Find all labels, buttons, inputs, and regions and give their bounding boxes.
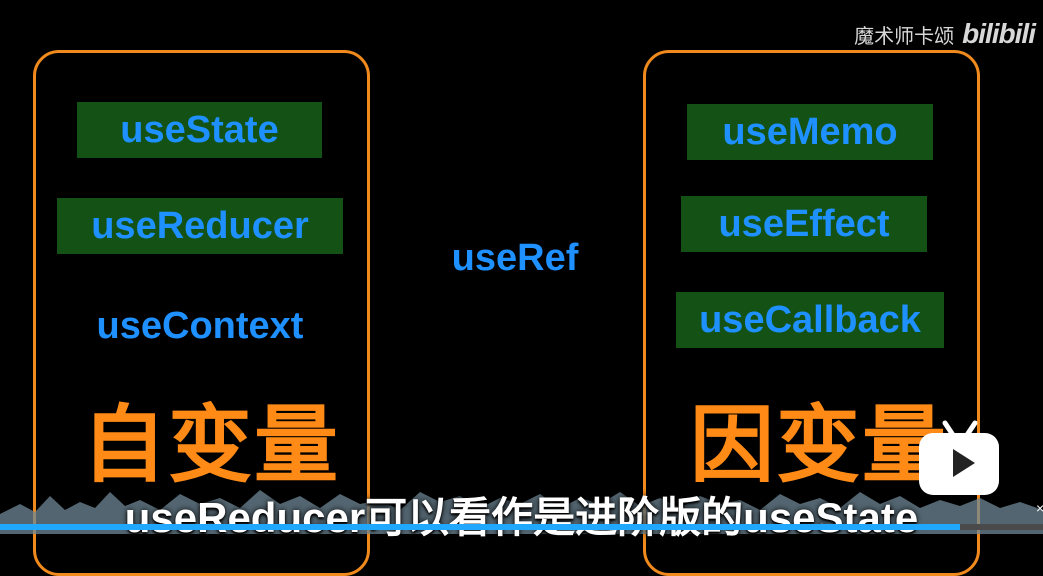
independent-variable-label: 自变量 xyxy=(82,398,341,492)
tv-play-icon[interactable] xyxy=(913,413,1005,505)
hook-useeffect: useEffect xyxy=(681,196,927,252)
progress-bar[interactable] xyxy=(0,524,1043,530)
close-icon[interactable]: × xyxy=(1036,500,1043,516)
hook-usecontext: useContext xyxy=(96,305,304,347)
hook-usecallback: useCallback xyxy=(676,292,944,348)
hook-usestate: useState xyxy=(77,102,322,158)
progress-fill xyxy=(0,524,960,530)
author-name: 魔术师卡颂 xyxy=(854,23,955,48)
hook-useref: useRef xyxy=(451,237,579,279)
dependent-variable-label: 因变量 xyxy=(690,398,949,492)
hook-usememo: useMemo xyxy=(687,104,933,160)
subtitle: useReducer可以看作是进阶版的useState xyxy=(124,494,919,541)
watermark: 魔术师卡颂 bilibili xyxy=(854,16,1036,52)
hook-usereducer: useReducer xyxy=(57,198,343,254)
audio-waveform xyxy=(0,490,1043,534)
bilibili-logo: bilibili xyxy=(962,18,1036,49)
